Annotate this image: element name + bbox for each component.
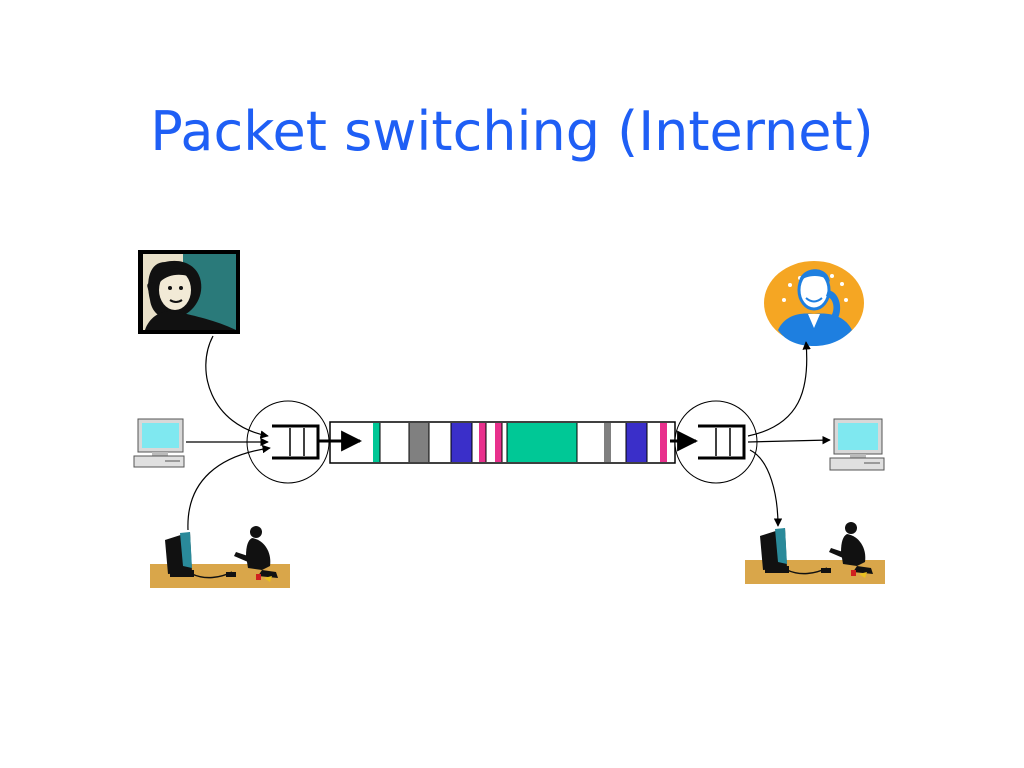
router-right [670,400,758,484]
packet [660,423,667,462]
connection-router-to-man [747,341,811,437]
router-left [246,400,363,484]
woman-on-phone-icon [138,250,240,334]
connection-router-to-computer [747,435,831,445]
connection-router-to-workstation [749,449,783,527]
desktop-computer-icon [829,418,885,471]
slide-title: Packet switching (Internet) [150,100,874,163]
network-link [329,421,676,464]
person-at-workstation-icon [745,522,885,584]
connection-workstation-to-router [187,444,271,531]
packet [507,423,577,462]
packet [373,423,380,462]
packet [409,423,429,462]
man-on-phone-icon [764,261,864,346]
person-at-workstation-icon [150,526,290,588]
packet [495,423,502,462]
packet-queue-icon [698,424,746,460]
connections [186,335,831,531]
packet [604,423,611,462]
packet [626,423,647,462]
desktop-computer-icon [133,418,185,468]
packet [479,423,486,462]
packet [451,423,472,462]
connection-woman-to-router [205,335,269,439]
